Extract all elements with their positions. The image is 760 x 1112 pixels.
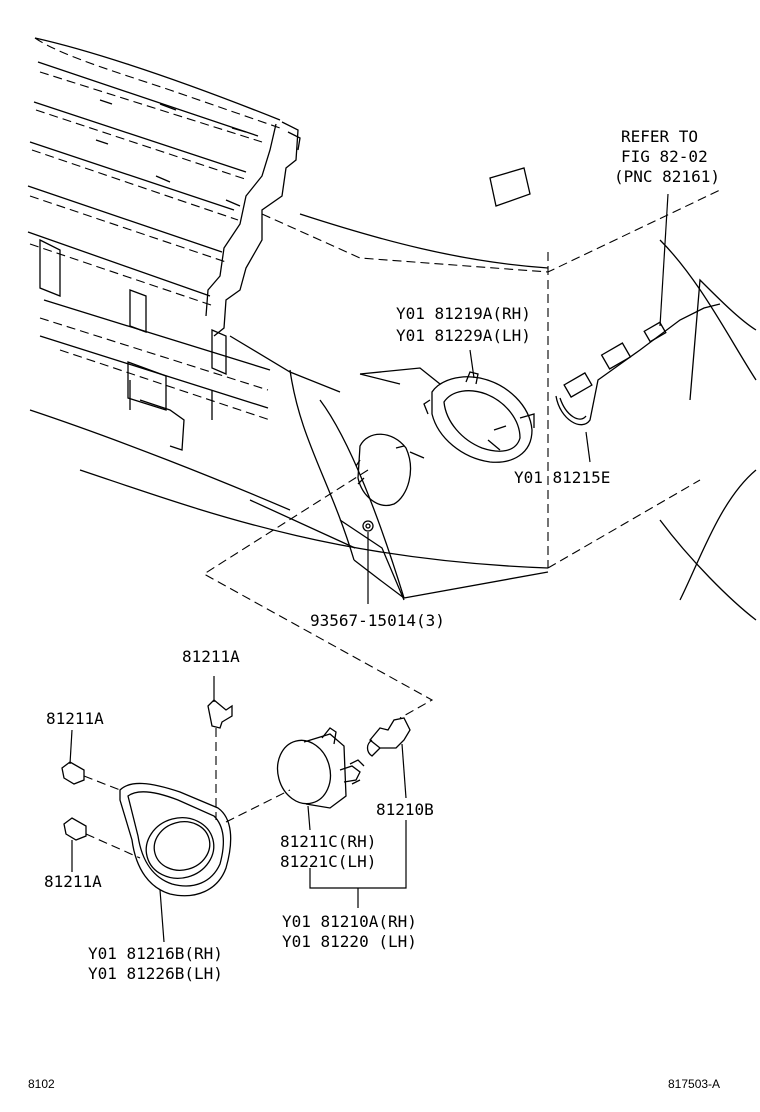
label-clip-left-upper: 81211A bbox=[46, 709, 104, 728]
label-retainer-rh: Y01 81219A(RH) bbox=[396, 304, 531, 323]
label-lamp-unit-rh: 81211C(RH) bbox=[280, 832, 376, 851]
label-wire: Y01 81215E bbox=[514, 468, 610, 487]
clip-left-lower bbox=[63, 817, 141, 872]
assembly-guide-line bbox=[202, 469, 434, 719]
footer-right-code: 817503-A bbox=[668, 1077, 720, 1091]
fog-lamp-cover bbox=[119, 782, 291, 943]
label-lamp-assy-rh: Y01 81210A(RH) bbox=[282, 912, 417, 931]
refer-note-line2: FIG 82-02 bbox=[621, 147, 708, 166]
front-bumper-drawing bbox=[27, 37, 757, 621]
label-retainer-lh: Y01 81229A(LH) bbox=[396, 326, 531, 345]
fog-lamp-wire bbox=[555, 193, 721, 463]
label-cover-lh: Y01 81226B(LH) bbox=[88, 964, 223, 983]
fog-lamp-unit bbox=[276, 727, 365, 831]
label-lamp-unit-lh: 81221C(LH) bbox=[280, 852, 376, 871]
clip-left-upper bbox=[61, 729, 121, 791]
footer-left-code: 8102 bbox=[28, 1077, 55, 1091]
label-clip-top: 81211A bbox=[182, 647, 240, 666]
label-bulb: 81210B bbox=[376, 800, 434, 819]
label-lamp-assy-lh: Y01 81220 (LH) bbox=[282, 932, 417, 951]
clip-top bbox=[207, 676, 233, 820]
refer-note-line3: (PNC 82161) bbox=[614, 167, 720, 186]
label-cover-rh: Y01 81216B(RH) bbox=[88, 944, 223, 963]
fog-lamp-bulb bbox=[366, 717, 411, 799]
nut-part bbox=[362, 520, 374, 604]
label-nut: 93567-15014(3) bbox=[310, 611, 445, 630]
refer-note-line1: REFER TO bbox=[621, 127, 698, 146]
label-clip-left-lower: 81211A bbox=[44, 872, 102, 891]
fog-lamp-retainer bbox=[423, 349, 535, 463]
